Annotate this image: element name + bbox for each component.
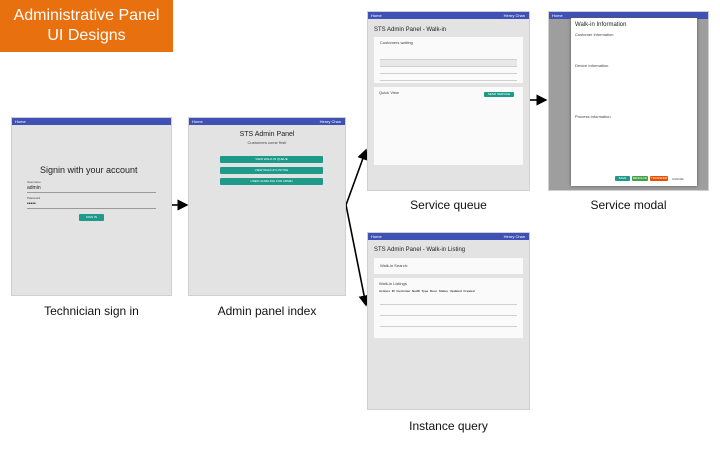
customer-info-label: Customer Information [575, 32, 614, 37]
quick-view-card: Quick View SEND SERVICE [374, 87, 523, 165]
table-row[interactable] [380, 60, 517, 67]
user-handling-button[interactable]: USER HANDLING FOR ADMIN [220, 178, 323, 185]
user-menu[interactable]: Henry Chan [503, 13, 525, 18]
app-bar: Home Henry Chan [368, 12, 529, 19]
col-status: Status [438, 289, 449, 293]
waiting-label: Customers waiting [380, 40, 413, 45]
cancel-button[interactable]: CANCEL [672, 177, 685, 181]
quick-view-label: Quick View [379, 90, 399, 95]
table-row[interactable] [380, 53, 517, 60]
home-link[interactable]: Home [15, 119, 26, 124]
queue-screenshot: Home Henry Chan STS Admin Panel - Walk-in… [368, 12, 529, 190]
home-link[interactable]: Home [371, 13, 382, 18]
arrow-index-to-listing [345, 204, 370, 307]
table-row[interactable] [380, 295, 517, 305]
modal-caption: Service modal [590, 198, 667, 212]
listing-columns: Actions ID Customer NetID Type Desc Stat… [379, 289, 475, 293]
table-row[interactable] [380, 317, 517, 327]
col-netid: NetID [412, 289, 420, 293]
badge-line-1: Administrative Panel [13, 7, 160, 24]
queue-caption: Service queue [410, 198, 487, 212]
col-customer: Customer [396, 289, 411, 293]
table-row[interactable] [380, 74, 517, 81]
index-caption: Admin panel index [217, 304, 317, 318]
admin-index-screenshot: Home Henry Chan STS Admin Panel Customers… [189, 118, 345, 295]
user-menu[interactable]: Henry Chan [319, 119, 341, 124]
table-row[interactable] [380, 67, 517, 74]
modal-title: Walk-in Information [575, 22, 627, 28]
password-field[interactable]: ••••• [27, 201, 36, 207]
listing-screenshot: Home Henry Chan STS Admin Panel - Walk-in… [368, 233, 529, 409]
listings-label: Walk-in Listings [379, 281, 407, 286]
signin-screenshot: Home Signin with your account Username a… [12, 118, 171, 295]
app-bar: Home Henry Chan [368, 233, 529, 240]
signin-caption: Technician sign in [44, 304, 139, 318]
index-subtitle: Customers come first! [247, 140, 287, 145]
home-link[interactable]: Home [192, 119, 203, 124]
waiting-card: Customers waiting [374, 37, 523, 83]
modal-dialog: Walk-in Information Customer Information… [571, 18, 697, 186]
password-label: Password [27, 196, 41, 200]
col-type: Type [421, 289, 429, 293]
arrow-index-to-queue [345, 148, 368, 206]
send-service-button[interactable]: SEND SERVICE [484, 92, 514, 97]
home-link[interactable]: Home [371, 234, 382, 239]
signin-button[interactable]: SIGN IN [79, 214, 104, 221]
signin-heading: Signin with your account [40, 165, 138, 175]
listing-title: STS Admin Panel - Walk-in Listing [374, 247, 466, 253]
password-underline [27, 208, 156, 209]
queue-title: STS Admin Panel - Walk-in [374, 27, 447, 33]
save-button[interactable]: SAVE [615, 176, 630, 181]
username-field[interactable]: admin [27, 185, 41, 191]
view-listing-button[interactable]: VIEW WALK-IN LISTING [220, 167, 323, 174]
listing-caption: Instance query [409, 419, 488, 433]
app-bar: Home [12, 118, 171, 125]
col-desc: Desc [430, 289, 438, 293]
home-link[interactable]: Home [552, 13, 563, 18]
username-underline [27, 192, 156, 193]
col-id: ID [391, 289, 395, 293]
col-actions: Actions [379, 289, 391, 293]
process-info-label: Process Information [575, 114, 611, 119]
search-label: Walk-in Search: [380, 263, 409, 268]
index-title: STS Admin Panel [239, 131, 295, 138]
app-bar: Home [549, 12, 708, 19]
app-bar: Home Henry Chan [189, 118, 345, 125]
col-created: Created [463, 289, 475, 293]
view-queue-button[interactable]: VIEW WALK-IN QUEUE [220, 156, 323, 163]
title-badge: Administrative Panel UI Designs [0, 0, 173, 52]
username-label: Username [27, 180, 41, 184]
col-updated: Updated [449, 289, 462, 293]
transfer-button[interactable]: TRANSFER [650, 176, 668, 181]
resolve-button[interactable]: RESOLVE [632, 176, 648, 181]
device-info-label: Device Information [575, 63, 609, 68]
user-menu[interactable]: Henry Chan [503, 234, 525, 239]
search-card: Walk-in Search: [374, 258, 523, 274]
listings-card: Walk-in Listings Actions ID Customer Net… [374, 278, 523, 338]
badge-line-2: UI Designs [47, 27, 126, 44]
table-row[interactable] [380, 306, 517, 316]
modal-screenshot: Home Walk-in Information Customer Inform… [549, 12, 708, 190]
